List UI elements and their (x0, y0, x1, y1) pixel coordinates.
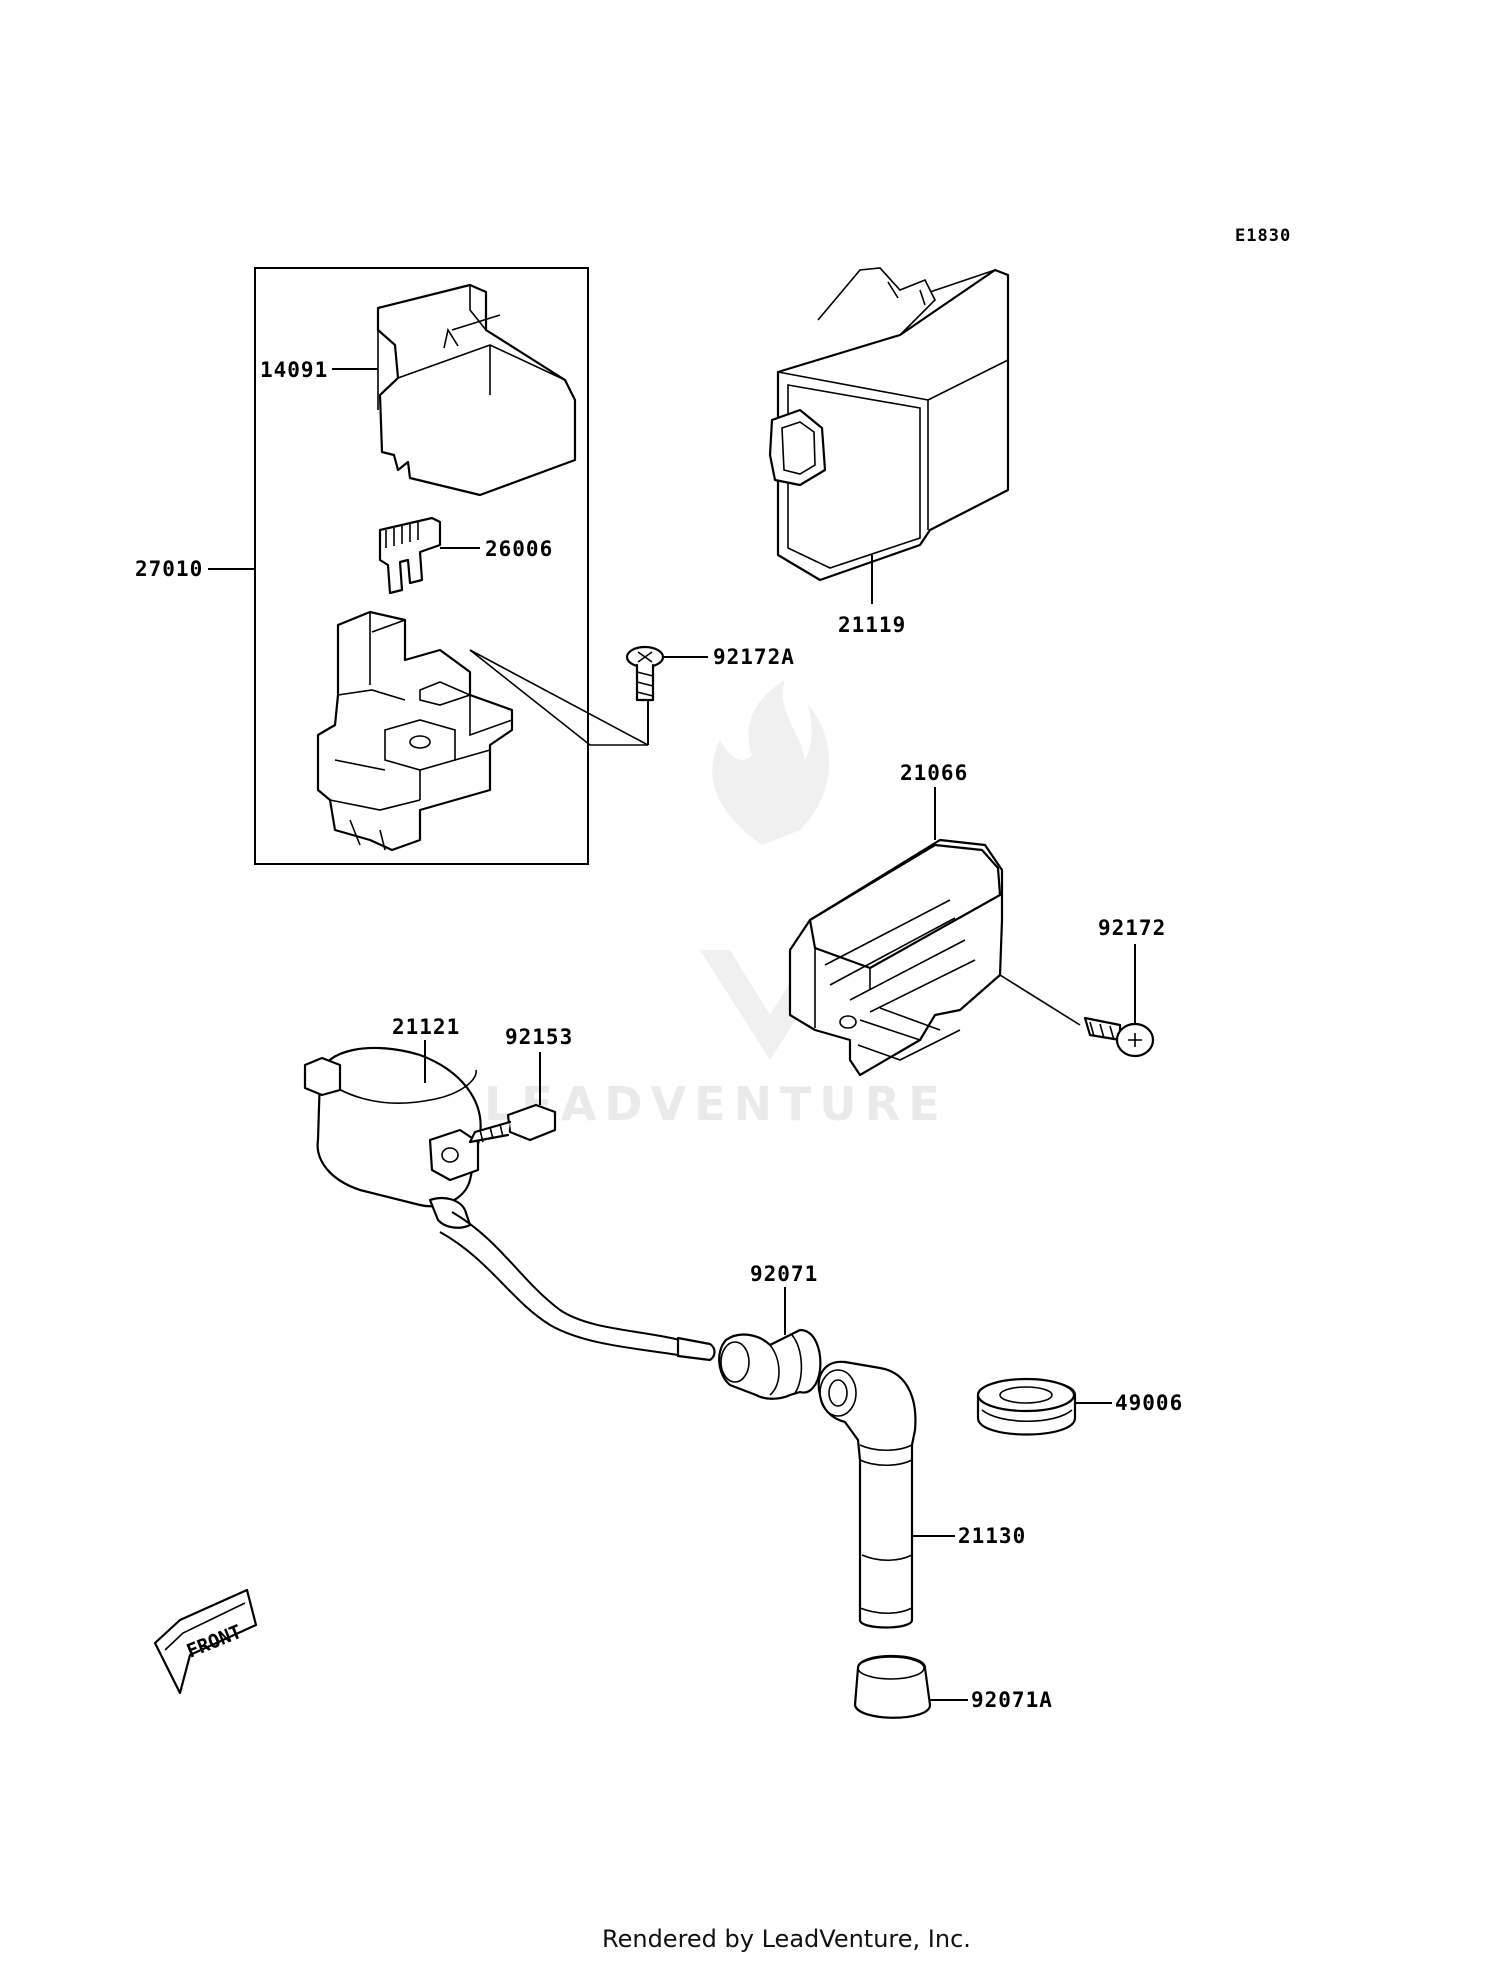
label-92071A: 92071A (971, 1688, 1053, 1712)
watermark-text: LEADVENTURE (484, 1077, 948, 1131)
label-21121: 21121 (392, 1015, 460, 1039)
label-49006: 49006 (1115, 1391, 1183, 1415)
label-21130: 21130 (958, 1524, 1026, 1548)
cap-92071A (853, 1654, 968, 1719)
grommet-49006 (976, 1377, 1112, 1436)
ignition-coil-21121 (303, 1040, 716, 1362)
relay-assembly-group (208, 267, 649, 865)
cdi-unit-21119 (768, 267, 1010, 604)
leadventure-watermark: LEADVENTURE (484, 680, 948, 1131)
bolt-92153 (468, 1052, 557, 1144)
label-92153: 92153 (505, 1025, 573, 1049)
screw-92172A (625, 645, 708, 745)
label-21119: 21119 (838, 613, 906, 637)
relay-cover-14091 (332, 283, 577, 497)
footer-credit: Rendered by LeadVenture, Inc. (602, 1925, 971, 1953)
seal-92071 (718, 1287, 822, 1400)
screw-92172 (1083, 944, 1155, 1058)
label-92172A: 92172A (713, 645, 795, 669)
diagram-code: E1830 (1235, 226, 1291, 246)
front-direction-marker: FRONT (153, 1588, 258, 1695)
label-27010: 27010 (135, 557, 203, 581)
label-14091: 14091 (260, 358, 328, 382)
label-92071: 92071 (750, 1262, 818, 1286)
plug-cap-21130 (817, 1360, 955, 1629)
fuse-26006 (378, 516, 480, 595)
starter-relay (316, 610, 649, 852)
label-92172: 92172 (1098, 916, 1166, 940)
regulator-21066 (788, 787, 1081, 1077)
label-21066: 21066 (900, 761, 968, 785)
label-26006: 26006 (485, 537, 553, 561)
